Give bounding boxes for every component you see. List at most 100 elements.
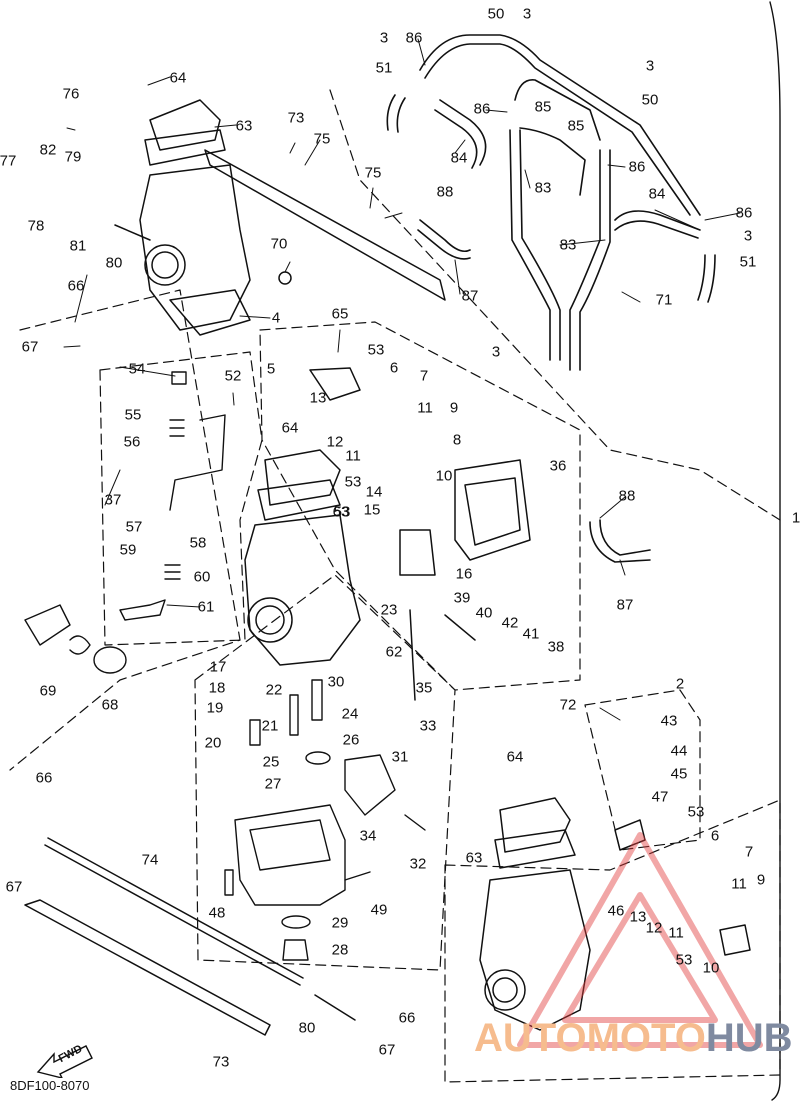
outline-throttle-group bbox=[259, 321, 581, 691]
callout-c9a: 9 bbox=[449, 399, 459, 417]
callout-c27: 27 bbox=[264, 775, 282, 793]
callout-c86b: 86 bbox=[473, 100, 491, 118]
outline-main-left bbox=[9, 289, 241, 771]
float-bowl-34 bbox=[234, 804, 346, 906]
callout-c7b: 7 bbox=[744, 843, 754, 861]
needle-39 bbox=[444, 614, 476, 641]
callout-c18: 18 bbox=[208, 679, 226, 697]
hoses bbox=[386, 34, 716, 563]
callout-c78: 78 bbox=[27, 217, 45, 235]
hose-51-right bbox=[697, 254, 706, 301]
rod-23 bbox=[409, 609, 416, 701]
callout-c40: 40 bbox=[475, 604, 493, 622]
callout-c2: 2 bbox=[675, 675, 685, 693]
callout-c73b: 73 bbox=[212, 1053, 230, 1071]
left-group bbox=[24, 371, 226, 674]
top-cover-63a bbox=[149, 99, 221, 151]
callout-c14: 14 bbox=[365, 483, 383, 501]
mid-cover-63b bbox=[264, 449, 341, 506]
fwd-arrow-icon bbox=[36, 1045, 93, 1080]
callout-c70: 70 bbox=[270, 235, 288, 253]
callout-c12b: 12 bbox=[645, 919, 663, 937]
callout-c66c: 66 bbox=[398, 1009, 416, 1027]
callout-c87a: 87 bbox=[461, 287, 479, 305]
callout-c76: 76 bbox=[62, 85, 80, 103]
callout-c22: 22 bbox=[265, 681, 283, 699]
hose-83-left-inner bbox=[519, 129, 561, 361]
callout-c67c: 67 bbox=[378, 1041, 396, 1059]
outline-right-group bbox=[444, 799, 781, 1083]
callout-c57: 57 bbox=[125, 518, 143, 536]
callout-c75b: 75 bbox=[364, 164, 382, 182]
callout-c54: 54 bbox=[128, 360, 146, 378]
callout-c8: 8 bbox=[452, 431, 462, 449]
bracket-5-left bbox=[169, 414, 226, 511]
callout-c47: 47 bbox=[651, 788, 669, 806]
callout-c80a: 80 bbox=[105, 254, 123, 272]
jet-20 bbox=[249, 719, 261, 746]
mid-cover-gasket bbox=[257, 479, 341, 521]
callout-c67a: 67 bbox=[21, 338, 39, 356]
spring-69 bbox=[69, 635, 91, 655]
spring-60 bbox=[164, 564, 181, 580]
hose-87-top bbox=[419, 219, 471, 253]
callout-c21: 21 bbox=[261, 717, 279, 735]
callout-c33: 33 bbox=[419, 717, 437, 735]
hose-85 bbox=[514, 79, 601, 141]
hose-87-mid bbox=[599, 519, 651, 556]
spring-55 bbox=[169, 419, 185, 437]
lever-47 bbox=[614, 819, 646, 851]
callout-c39: 39 bbox=[453, 589, 471, 607]
diagram-code: 8DF100-8070 bbox=[10, 1078, 90, 1093]
rod-80b bbox=[314, 994, 356, 1021]
callout-c12a: 12 bbox=[326, 433, 344, 451]
callout-c19: 19 bbox=[206, 699, 224, 717]
callout-c62: 62 bbox=[385, 643, 403, 661]
callout-c59: 59 bbox=[119, 541, 137, 559]
callout-c7a: 7 bbox=[419, 367, 429, 385]
callout-c53e: 53 bbox=[675, 951, 693, 969]
hose-83-right bbox=[569, 149, 601, 371]
callout-c64c: 64 bbox=[506, 748, 524, 766]
callout-c88a: 88 bbox=[436, 183, 454, 201]
screw-49 bbox=[344, 871, 371, 881]
bracket-16 bbox=[399, 529, 436, 576]
callout-c30: 30 bbox=[327, 673, 345, 691]
choke-61 bbox=[119, 599, 166, 621]
callout-c34: 34 bbox=[359, 827, 377, 845]
pin-32 bbox=[404, 814, 426, 831]
rails bbox=[24, 837, 356, 1036]
hose-84-left-inner bbox=[434, 109, 478, 169]
top-bore-inner bbox=[151, 251, 179, 279]
callout-c9b: 9 bbox=[756, 871, 766, 889]
callout-c25: 25 bbox=[262, 753, 280, 771]
rod-80 bbox=[114, 224, 151, 241]
assembly-bracket bbox=[769, 1, 781, 1101]
callout-c50a: 50 bbox=[487, 5, 505, 23]
hose-51-right-inner bbox=[707, 254, 716, 303]
callout-c63b: 63 bbox=[332, 503, 350, 521]
watermark-part2: MOTO bbox=[586, 1016, 706, 1060]
float-bowl-group bbox=[224, 679, 426, 961]
callout-c83a: 83 bbox=[534, 179, 552, 197]
group-outlines bbox=[9, 89, 781, 1083]
top-bore bbox=[144, 244, 186, 286]
callout-c41: 41 bbox=[522, 625, 540, 643]
callout-c83b: 83 bbox=[559, 236, 577, 254]
callout-c67b: 67 bbox=[5, 878, 23, 896]
top-float-bowl bbox=[169, 289, 251, 336]
callout-c24: 24 bbox=[341, 705, 359, 723]
callout-c35: 35 bbox=[415, 679, 433, 697]
hose-83-right-inner bbox=[579, 149, 611, 371]
hose-main-top bbox=[419, 34, 701, 216]
callout-c6a: 6 bbox=[389, 359, 399, 377]
callout-c56: 56 bbox=[123, 433, 141, 451]
carb-middle bbox=[244, 367, 531, 701]
callout-c60: 60 bbox=[193, 568, 211, 586]
watermark-text: AUTOMOTOHUB bbox=[474, 1016, 793, 1061]
jet-24 bbox=[311, 679, 323, 721]
carb-bottom-right bbox=[479, 797, 751, 1031]
br-cover-63c bbox=[499, 797, 571, 853]
watermark-part1: AUTO bbox=[474, 1016, 587, 1060]
